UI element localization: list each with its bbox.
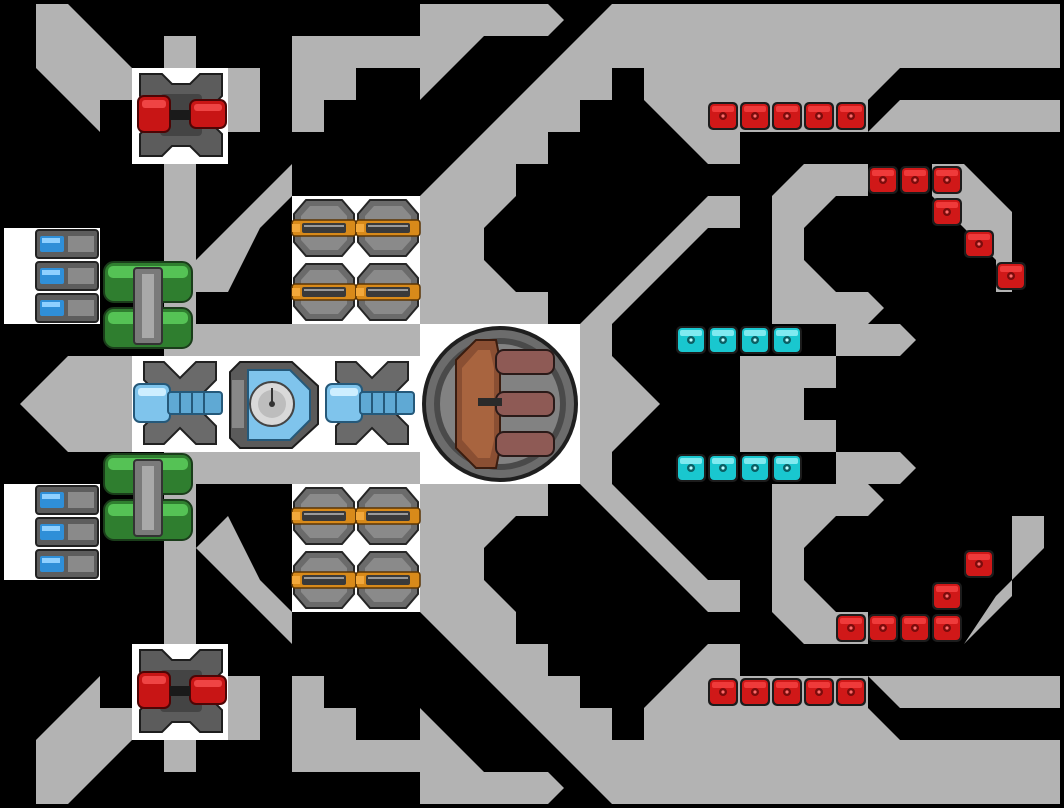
- thruster-cluster-bottom: [35, 485, 99, 579]
- red-armor-block[interactable]: [932, 198, 962, 226]
- red-armor-block[interactable]: [836, 102, 866, 130]
- red-armor-block[interactable]: [932, 582, 962, 610]
- cyan-armor-block[interactable]: [772, 454, 802, 482]
- autocannon-2[interactable]: [355, 199, 421, 257]
- red-armor-block[interactable]: [772, 102, 802, 130]
- thruster-6[interactable]: [35, 549, 99, 579]
- red-armor-block[interactable]: [964, 550, 994, 578]
- autocannon-5[interactable]: [291, 487, 357, 545]
- thruster-cluster-top: [35, 229, 99, 323]
- thruster-1[interactable]: [35, 229, 99, 259]
- red-armor-block[interactable]: [932, 166, 962, 194]
- red-turret-bottom[interactable]: [137, 649, 227, 733]
- red-armor-block[interactable]: [836, 678, 866, 706]
- autocannon-3[interactable]: [291, 263, 357, 321]
- red-armor-block[interactable]: [964, 230, 994, 258]
- red-armor-block[interactable]: [900, 166, 930, 194]
- red-armor-block[interactable]: [740, 102, 770, 130]
- thruster-5[interactable]: [35, 517, 99, 547]
- cyan-armor-block[interactable]: [708, 326, 738, 354]
- cyan-armor-block[interactable]: [740, 454, 770, 482]
- red-armor-block[interactable]: [996, 262, 1026, 290]
- red-turret-top[interactable]: [137, 73, 227, 157]
- thruster-3[interactable]: [35, 293, 99, 323]
- red-armor-block[interactable]: [708, 678, 738, 706]
- red-armor-block[interactable]: [868, 614, 898, 642]
- cyan-armor-block[interactable]: [676, 454, 706, 482]
- autocannon-7[interactable]: [291, 551, 357, 609]
- autocannon-6[interactable]: [355, 487, 421, 545]
- red-armor-block[interactable]: [868, 166, 898, 194]
- cyan-armor-block[interactable]: [772, 326, 802, 354]
- thruster-4[interactable]: [35, 485, 99, 515]
- red-armor-block[interactable]: [804, 102, 834, 130]
- thruster-2[interactable]: [35, 261, 99, 291]
- cyan-armor-block[interactable]: [708, 454, 738, 482]
- red-armor-block[interactable]: [932, 614, 962, 642]
- red-armor-block[interactable]: [740, 678, 770, 706]
- reactor-core[interactable]: [229, 361, 319, 449]
- autocannon-1[interactable]: [291, 199, 357, 257]
- cyan-armor-block[interactable]: [676, 326, 706, 354]
- cockpit-core[interactable]: [422, 326, 578, 482]
- red-armor-block[interactable]: [900, 614, 930, 642]
- autocannon-8[interactable]: [355, 551, 421, 609]
- hull-structure: [20, 4, 1060, 804]
- red-armor-block[interactable]: [772, 678, 802, 706]
- cyan-armor-block[interactable]: [740, 326, 770, 354]
- red-armor-block[interactable]: [804, 678, 834, 706]
- red-armor-block[interactable]: [708, 102, 738, 130]
- autocannon-4[interactable]: [355, 263, 421, 321]
- red-armor-block[interactable]: [836, 614, 866, 642]
